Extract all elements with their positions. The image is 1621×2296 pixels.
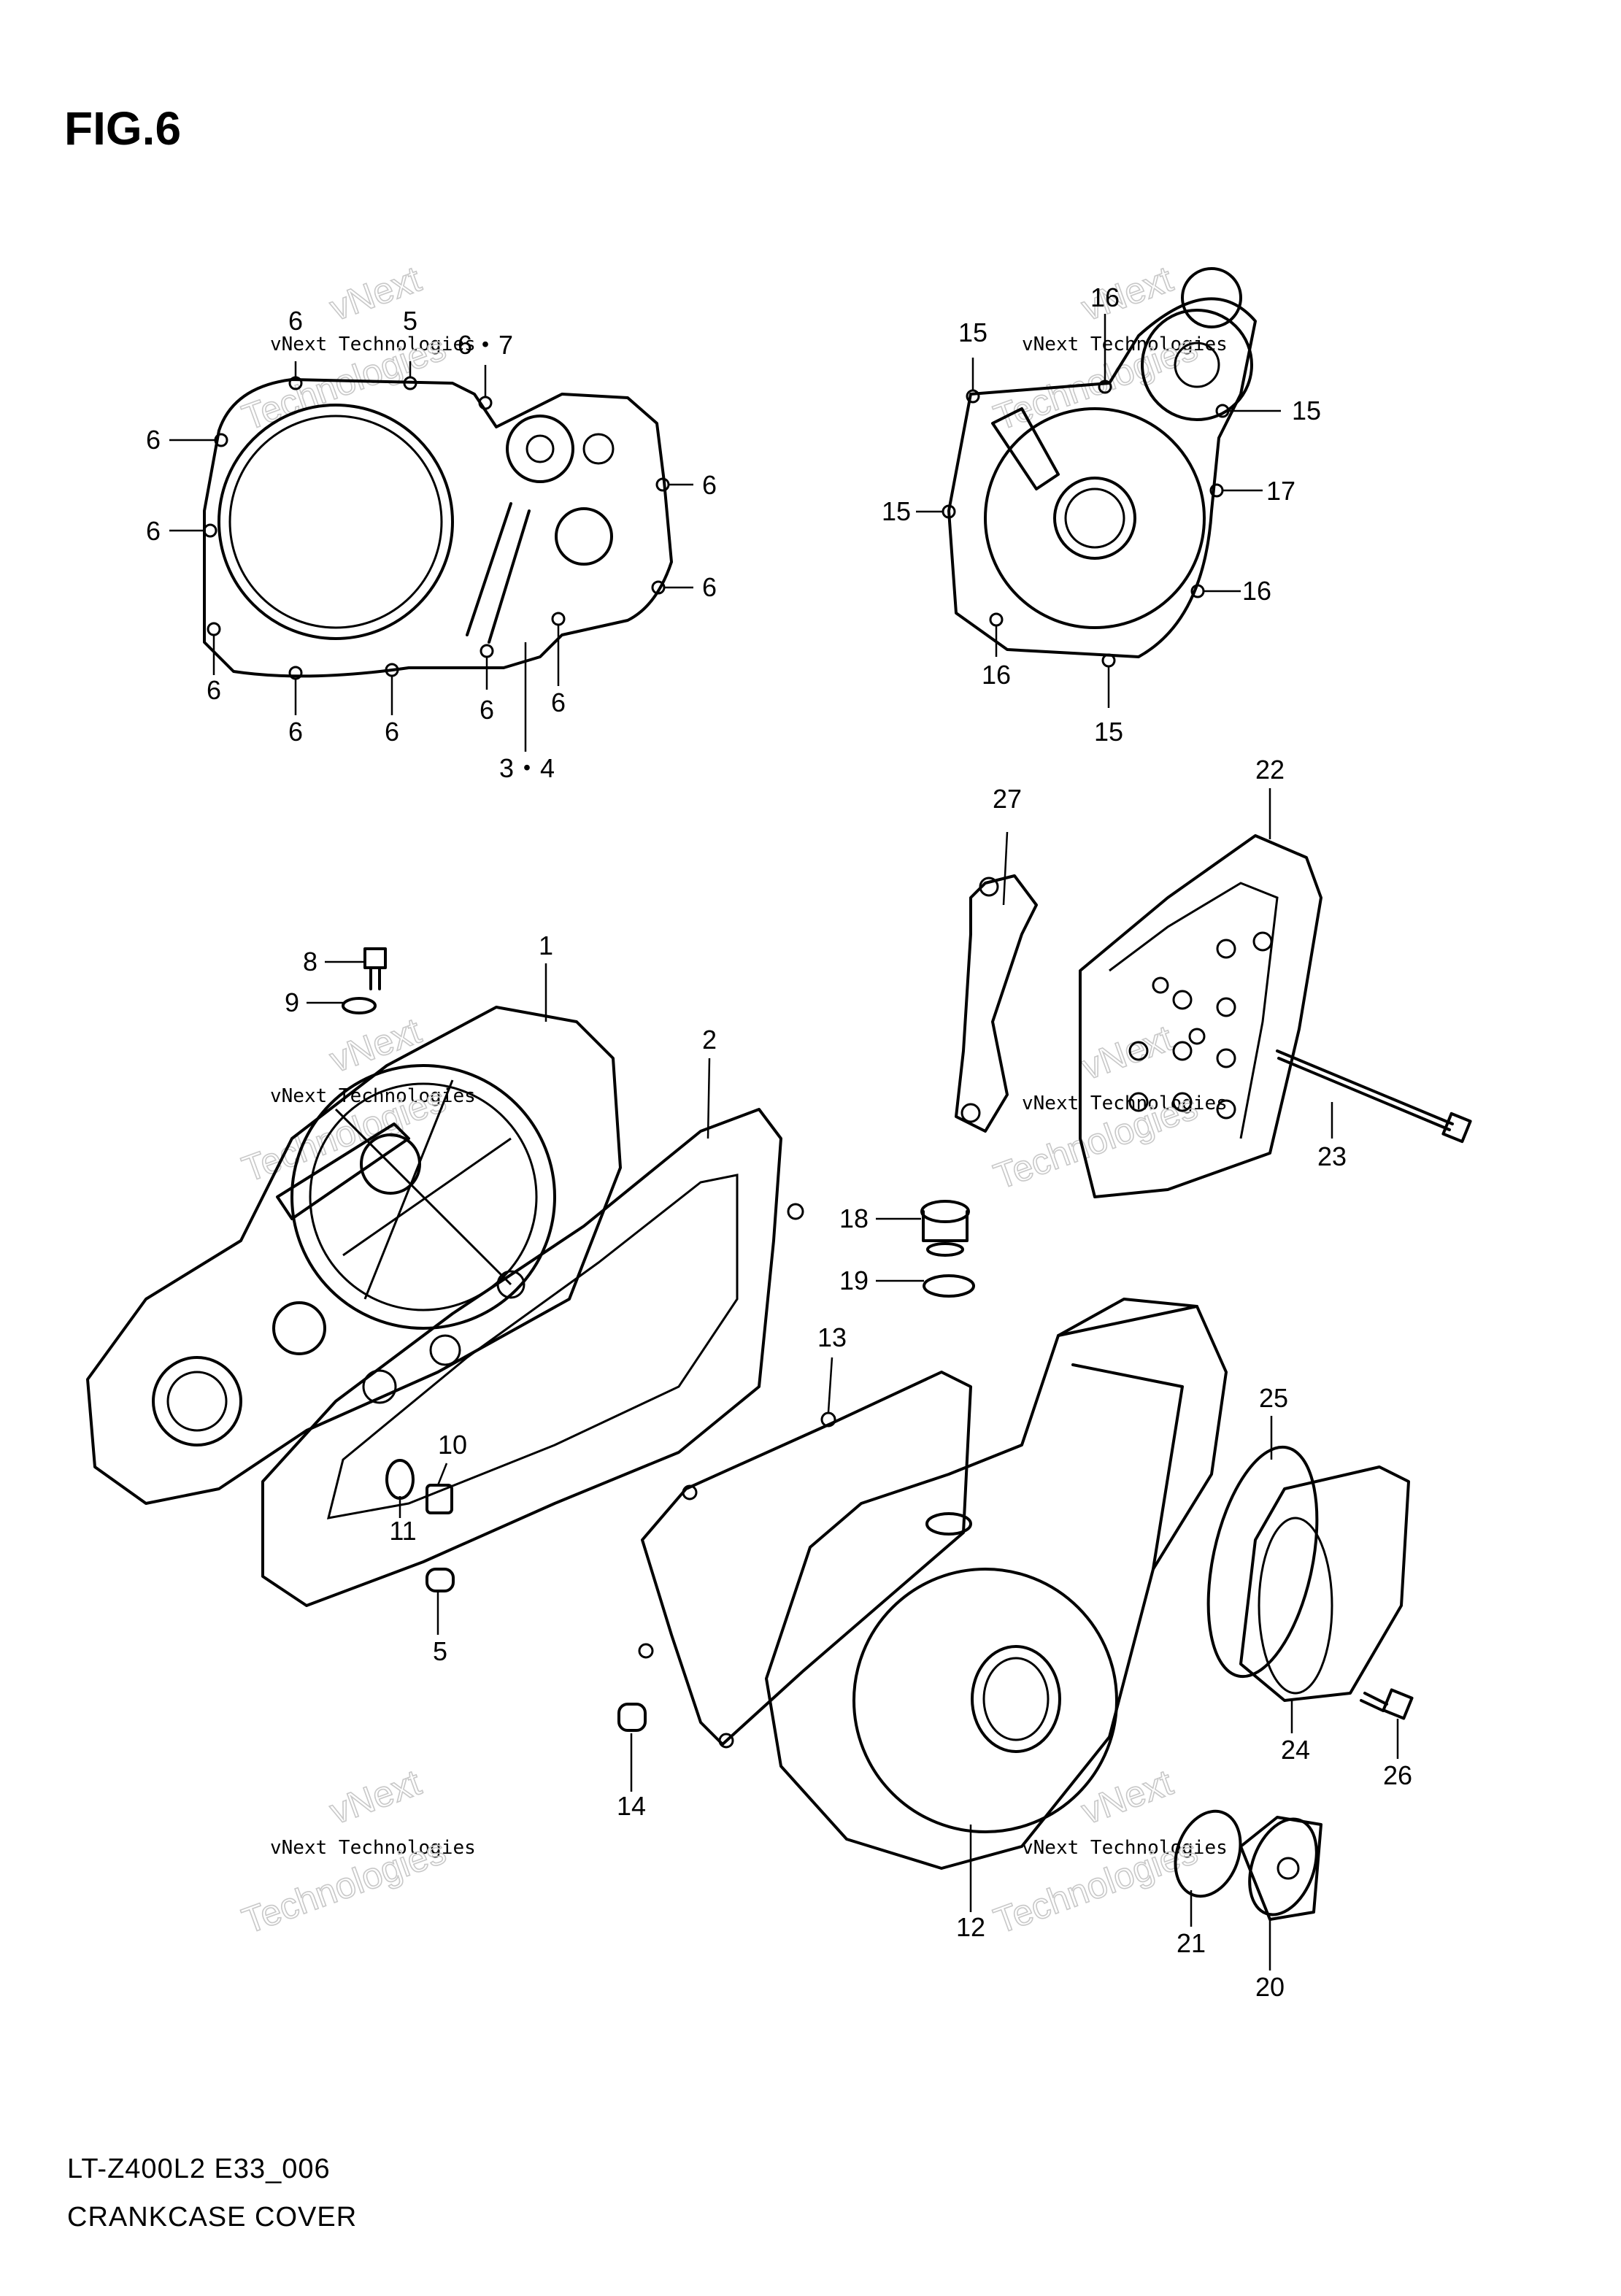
callout-6: 6	[207, 675, 221, 705]
callout-6: 6	[146, 516, 161, 546]
callout-6: 6	[551, 687, 566, 717]
o-ring-19	[923, 1274, 975, 1298]
callout-11: 11	[389, 1516, 416, 1546]
watermark-brand-a: vNext	[1077, 1017, 1178, 1087]
callout-17: 17	[1266, 476, 1295, 506]
callout-23: 23	[1317, 1141, 1347, 1171]
clutch-cover	[86, 1006, 622, 1505]
callout-16: 16	[982, 660, 1011, 690]
callout-15: 15	[1292, 396, 1321, 425]
drain-plug-10	[426, 1484, 453, 1514]
callout-15: 15	[958, 317, 987, 347]
callout-6: 6	[480, 695, 494, 725]
cover-24	[1239, 1465, 1410, 1702]
o-ring-21	[1174, 1809, 1242, 1898]
callout-6-7: 6・7	[458, 330, 513, 360]
cap-20	[1239, 1816, 1322, 1921]
callout-26: 26	[1383, 1760, 1412, 1790]
callout-22: 22	[1255, 755, 1285, 785]
watermark-text: vNext Technologies	[1022, 334, 1228, 355]
callout-14: 14	[617, 1791, 646, 1821]
callout-1: 1	[539, 931, 553, 960]
skid-plate	[1079, 834, 1322, 1198]
watermark-brand-a: vNext	[1077, 1762, 1178, 1832]
callout-6: 6	[702, 572, 717, 602]
magneto-gasket	[638, 1371, 972, 1749]
watermark-brand-a: vNext	[325, 1762, 426, 1832]
callout-20: 20	[1255, 1972, 1285, 2002]
dowel-5	[426, 1568, 455, 1592]
watermark-1: vNext vNext Technologies Technologies	[236, 258, 476, 439]
callout-5: 5	[403, 306, 417, 336]
oil-filler-cap-18	[920, 1200, 970, 1257]
callout-15: 15	[882, 496, 911, 526]
callout-5: 5	[433, 1636, 447, 1666]
callout-16: 16	[1242, 576, 1271, 606]
callout-labels: 6 5 6・7 6 6 6 6 6 6 6 6 6 3・4 15 16 15 1…	[146, 282, 1412, 2002]
leader-lines	[169, 314, 1399, 1971]
clutch-cover-outline	[203, 376, 673, 680]
callout-8: 8	[303, 947, 317, 976]
callout-18: 18	[839, 1203, 869, 1233]
callout-24: 24	[1281, 1735, 1310, 1765]
callout-16: 16	[1090, 282, 1120, 312]
o-ring-25	[1206, 1445, 1319, 1679]
callout-12: 12	[956, 1912, 985, 1942]
callout-13: 13	[817, 1322, 847, 1352]
watermark-brand-a: vNext	[325, 1010, 426, 1080]
model-code: LT-Z400L2 E33_006	[67, 2154, 331, 2184]
callout-6: 6	[385, 717, 399, 747]
dowel-14	[617, 1703, 647, 1732]
watermark-text: vNext Technologies	[270, 1837, 476, 1859]
watermark-text: vNext Technologies	[1022, 1093, 1228, 1114]
watermark-text: vNext Technologies	[270, 334, 476, 355]
skid-plate-bracket	[955, 874, 1038, 1133]
bolt-8	[363, 947, 387, 990]
callout-21: 21	[1177, 1928, 1206, 1958]
callout-3-4: 3・4	[499, 753, 555, 783]
watermark-text: vNext Technologies	[1022, 1837, 1228, 1859]
clutch-cover-gasket	[261, 1108, 804, 1607]
callout-9: 9	[285, 987, 299, 1017]
callout-19: 19	[839, 1266, 869, 1295]
callout-6: 6	[288, 306, 303, 336]
callout-25: 25	[1259, 1383, 1288, 1413]
skid-plate-bolt	[1276, 1049, 1472, 1144]
washer-9	[342, 997, 377, 1014]
callout-6: 6	[146, 425, 161, 455]
watermark-5: vNext vNext Technologies Technologies	[236, 1761, 476, 1942]
figure-title: FIG.6	[64, 102, 181, 155]
bolt-26	[1360, 1688, 1414, 1720]
callout-15: 15	[1094, 717, 1123, 747]
callout-6: 6	[288, 717, 303, 747]
washer-11	[385, 1459, 415, 1500]
callout-10: 10	[438, 1430, 467, 1460]
watermark-4: vNext vNext Technologies Technologies	[988, 1017, 1228, 1198]
callout-2: 2	[702, 1025, 717, 1055]
magneto-cover	[765, 1298, 1228, 1870]
magneto-cover-outline	[942, 267, 1257, 668]
callout-27: 27	[993, 784, 1022, 814]
diagram-caption: CRANKCASE COVER	[67, 2202, 357, 2233]
callout-6: 6	[702, 470, 717, 500]
